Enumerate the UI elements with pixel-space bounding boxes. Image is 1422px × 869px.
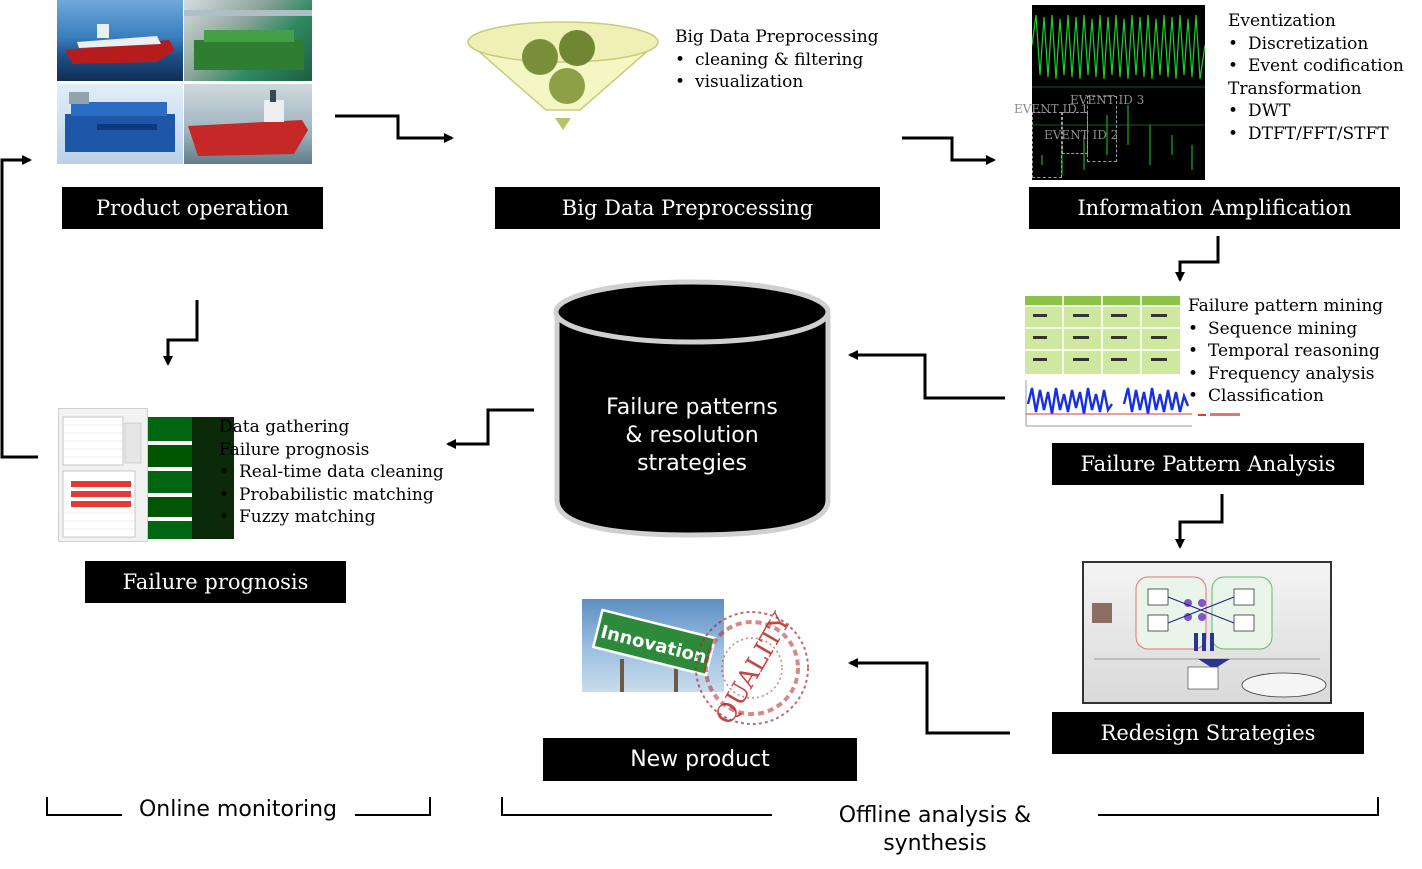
redesign-strategies-text: Redesign Strategies	[1100, 721, 1316, 745]
prognosis-notes: Data gathering Failure prognosis Real-ti…	[219, 416, 444, 529]
product-operation-label: Product operation	[62, 187, 323, 229]
information-amplification-text: Information Amplification	[1077, 196, 1352, 220]
online-bracket	[46, 797, 431, 816]
information-amplification-label: Information Amplification	[1029, 187, 1400, 229]
prognosis-item: Probabilistic matching	[219, 484, 444, 507]
prognosis-notes-line-2: Failure prognosis	[219, 439, 370, 460]
amplification-item: Discretization	[1228, 33, 1404, 56]
failure-pattern-analysis-label: Failure Pattern Analysis	[1052, 443, 1364, 485]
arrow-redesign-to-newproduct	[848, 658, 1010, 735]
event-label-1: EVENT ID 1	[1014, 102, 1089, 116]
offline-bracket	[501, 797, 1379, 816]
amplification-item: Event codification	[1228, 55, 1404, 78]
diesel-engine-photo	[57, 84, 183, 164]
arrow-database-to-prognosis	[446, 408, 534, 449]
preprocessing-notes: Big Data Preprocessing cleaning & filter…	[675, 26, 879, 94]
failure-pattern-analysis-text: Failure Pattern Analysis	[1080, 452, 1336, 476]
quality-stamp-text: QUALITY	[710, 607, 798, 729]
amplification-item: DWT	[1228, 100, 1404, 123]
database-line-3: strategies	[637, 451, 747, 476]
pattern-table-thumbnail	[1025, 296, 1180, 374]
offline-analysis-line-2: synthesis	[883, 831, 987, 856]
new-product-label: New product	[543, 738, 857, 781]
ship-photo-2	[184, 84, 312, 164]
quality-stamp-image: QUALITY	[690, 606, 814, 730]
event-box-3	[1087, 96, 1117, 162]
pattern-notes-title: Failure pattern mining	[1188, 296, 1384, 316]
event-box-1	[1032, 112, 1062, 178]
event-label-2: EVENT ID 2	[1044, 128, 1119, 142]
ship-photo-1	[57, 0, 183, 81]
failure-prognosis-label: Failure prognosis	[85, 561, 346, 603]
innovation-sign-image: Innovation	[582, 599, 724, 692]
arrow-operation-to-preprocessing	[335, 114, 454, 143]
redesign-strategies-label: Redesign Strategies	[1052, 712, 1364, 754]
prognosis-software-screenshot	[58, 408, 148, 542]
offline-analysis-label: Offline analysis & synthesis	[780, 802, 1090, 858]
feedback-arrow	[0, 155, 38, 459]
arrow-preprocessing-to-amplification	[902, 136, 996, 165]
redesign-diagram-thumbnail	[1082, 561, 1332, 704]
failure-prognosis-text: Failure prognosis	[122, 570, 309, 594]
preprocessing-notes-title: Big Data Preprocessing	[675, 27, 879, 47]
arrow-pattern-to-redesign	[1175, 494, 1224, 549]
pattern-item: Temporal reasoning	[1188, 340, 1383, 363]
database-label: Failure patterns & resolution strategies	[560, 394, 824, 478]
prognosis-item: Real-time data cleaning	[219, 461, 444, 484]
new-product-text: New product	[630, 747, 770, 772]
big-data-preprocessing-label: Big Data Preprocessing	[495, 187, 880, 229]
preprocessing-item: visualization	[675, 71, 879, 94]
preprocessing-item: cleaning & filtering	[675, 49, 879, 72]
product-operation-text: Product operation	[95, 196, 290, 220]
engine-room-photo	[184, 0, 312, 81]
signal-trace	[1032, 14, 1205, 175]
event-label-3: EVENT ID 3	[1070, 93, 1145, 107]
amplification-heading-1: Eventization	[1228, 11, 1336, 31]
amplification-item: DTFT/FFT/STFT	[1228, 123, 1404, 146]
pattern-item: Classification	[1188, 385, 1383, 408]
online-monitoring-label: Online monitoring	[128, 797, 348, 822]
big-data-preprocessing-text: Big Data Preprocessing	[561, 196, 814, 220]
pattern-item: Frequency analysis	[1188, 363, 1383, 386]
pattern-item: Sequence mining	[1188, 318, 1383, 341]
arrow-operation-to-prognosis	[163, 300, 199, 366]
amplification-heading-2: Transformation	[1228, 78, 1362, 99]
offline-analysis-line-1: Offline analysis &	[838, 803, 1032, 828]
prognosis-item: Fuzzy matching	[219, 506, 444, 529]
arrow-pattern-to-database	[848, 350, 1005, 400]
oscilloscope-signal	[1032, 5, 1205, 180]
amplification-notes: Eventization Discretization Event codifi…	[1228, 10, 1404, 145]
pattern-notes: Failure pattern mining Sequence mining T…	[1188, 295, 1383, 408]
database-line-1: Failure patterns	[606, 395, 778, 420]
arrow-amplification-to-pattern	[1175, 236, 1220, 282]
database-line-2: & resolution	[625, 423, 759, 448]
prognosis-notes-line-1: Data gathering	[219, 417, 350, 437]
